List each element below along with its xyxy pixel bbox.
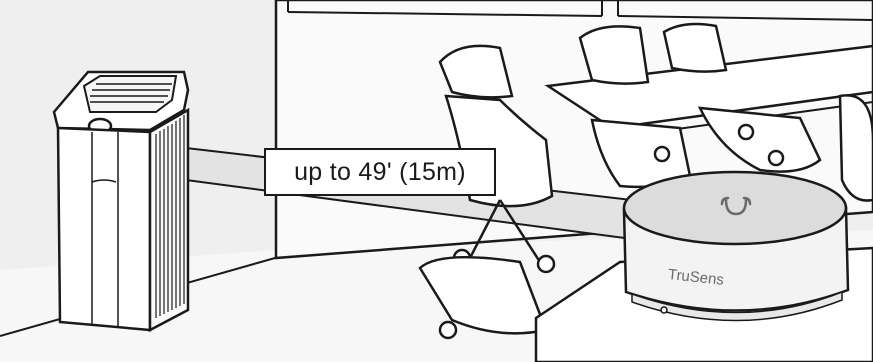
sensor-indicator-led [661,307,667,313]
distance-callout-label: up to 49' (15m) [264,148,496,196]
purifier-grille [84,76,176,112]
trusens-sensor [624,172,848,321]
office-chair-4 [840,95,873,200]
purifier-body-front [58,128,150,330]
air-purifier [54,72,188,330]
sensor-top [624,172,846,244]
